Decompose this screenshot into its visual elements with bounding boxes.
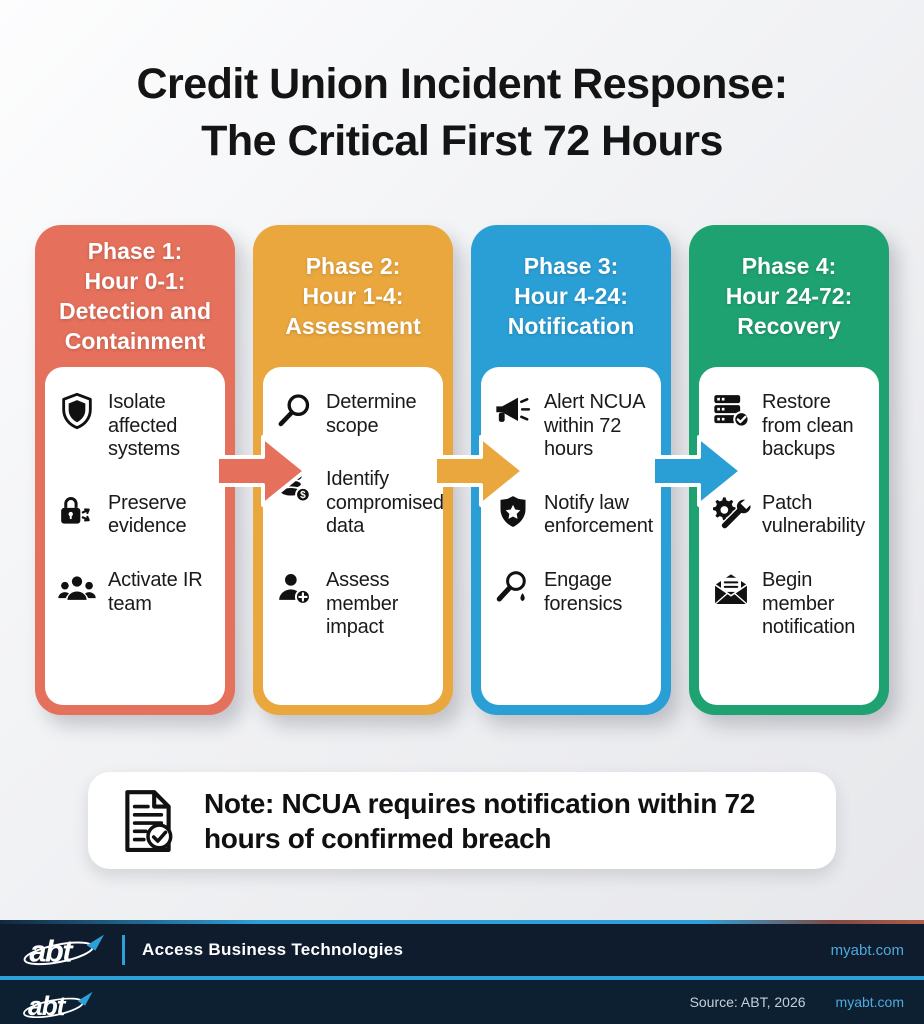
phase-name-label: Assessment: [285, 312, 421, 339]
item-label: Alert NCUA within 72 hours: [544, 391, 645, 461]
forensics-magnifier-icon: [493, 569, 533, 609]
footer-divider-line: [0, 976, 924, 980]
source-text: Source: ABT, 2026: [689, 994, 806, 1010]
hours-label: Hour 24-72:: [725, 283, 853, 310]
phase-card-2: Phase 2: Hour 1-4: Assessment Determine …: [253, 225, 453, 715]
list-item: Engage forensics: [493, 569, 651, 616]
lock-evidence-icon: [57, 492, 97, 532]
page-title-line1: Credit Union Incident Response:: [136, 60, 788, 108]
envelope-open-icon: [711, 569, 751, 609]
list-item: Isolate affected systems: [57, 391, 215, 462]
item-label: Engage forensics: [544, 568, 623, 615]
list-item: Notify law enforcement: [493, 491, 653, 539]
item-label: Begin member notification: [762, 568, 856, 639]
member-plus-icon: [275, 569, 315, 609]
page-title-line2: The Critical First 72 Hours: [201, 116, 723, 165]
item-label: Patch vulnerability: [762, 491, 866, 538]
list-item: Preserve evidence: [57, 492, 215, 539]
footer-accent-line: [0, 920, 924, 924]
note-box: Note: NCUA requires notification within …: [88, 772, 836, 869]
list-item: Assess member impact: [275, 569, 433, 640]
item-label: Restore from clean backups: [762, 391, 854, 461]
phase-3-body: Alert NCUA within 72 hours Notify law en…: [481, 367, 661, 705]
svg-text:$: $: [300, 490, 306, 501]
phase-name-label: Notification: [507, 312, 635, 339]
tools-icon: [711, 492, 751, 532]
item-label: Identify compromised data: [326, 468, 444, 538]
phase-2-body: Determine scope $ Identify compromised d…: [263, 367, 444, 705]
svg-text:abt: abt: [28, 991, 67, 1021]
logo-divider: [122, 935, 125, 965]
hours-label: Hour 1-4:: [302, 283, 404, 310]
page-title: Credit Union Incident Response: The Crit…: [0, 56, 924, 170]
company-name: Access Business Technologies: [142, 940, 404, 959]
list-item: Activate IR team: [57, 569, 215, 616]
list-item: Patch vulnerability: [711, 492, 869, 539]
item-label: Determine scope: [326, 391, 417, 437]
hours-label: Hour 4-24:: [514, 283, 628, 310]
phases-row: Phase 1: Hour 0-1: Detection and Contain…: [35, 225, 889, 715]
phase-4-body: Restore from clean backups Patch vulnera…: [699, 367, 879, 705]
phase-1-header: Phase 1: Hour 0-1: Detection and Contain…: [45, 225, 225, 367]
document-check-icon: [118, 788, 178, 854]
phase-1-body: Isolate affected systems Preserve eviden…: [45, 367, 225, 705]
flow-arrow-icon: [651, 435, 743, 507]
phase-label: Phase 3:: [523, 253, 619, 280]
flow-arrow-icon: [215, 435, 307, 507]
svg-text:abt: abt: [29, 934, 74, 968]
phase-4-header: Phase 4: Hour 24-72: Recovery: [699, 225, 879, 367]
abt-logo: abt: [20, 928, 108, 972]
item-label: Assess member impact: [326, 568, 399, 639]
megaphone-icon: [493, 391, 533, 431]
item-label: Notify law enforcement: [544, 491, 653, 538]
phase-label: Phase 2:: [305, 253, 401, 280]
hours-label: Hour 0-1:: [84, 268, 186, 295]
phase-name-label: Detection and Containment: [58, 298, 212, 354]
phase-label: Phase 4:: [741, 253, 837, 280]
abt-logo: abt: [20, 986, 96, 1024]
phase-label: Phase 1:: [87, 238, 183, 265]
item-label: Preserve evidence: [108, 491, 187, 538]
item-label: Isolate affected systems: [108, 391, 180, 461]
police-badge-icon: [493, 492, 533, 532]
list-item: Determine scope: [275, 391, 433, 438]
list-item: Alert NCUA within 72 hours: [493, 391, 651, 462]
phase-3-header: Phase 3: Hour 4-24: Notification: [481, 225, 661, 367]
list-item: Begin member notification: [711, 569, 869, 640]
flow-arrow-icon: [433, 435, 525, 507]
phase-2-header: Phase 2: Hour 1-4: Assessment: [263, 225, 443, 367]
team-icon: [57, 569, 97, 609]
website-link[interactable]: myabt.com: [830, 941, 904, 959]
note-text: Note: NCUA requires notification within …: [204, 787, 756, 854]
shield-icon: [57, 391, 97, 431]
phase-name-label: Recovery: [737, 312, 841, 339]
server-check-icon: [711, 391, 751, 431]
search-icon: [275, 391, 315, 431]
phase-card-1: Phase 1: Hour 0-1: Detection and Contain…: [35, 225, 235, 715]
footer-bar: abt Access Business Technologies myabt.c…: [0, 924, 924, 976]
list-item: Restore from clean backups: [711, 391, 869, 462]
item-label: Activate IR team: [108, 568, 203, 615]
website-link[interactable]: myabt.com: [835, 994, 904, 1010]
subfooter-bar: abt Source: ABT, 2026 myabt.com: [0, 980, 924, 1024]
